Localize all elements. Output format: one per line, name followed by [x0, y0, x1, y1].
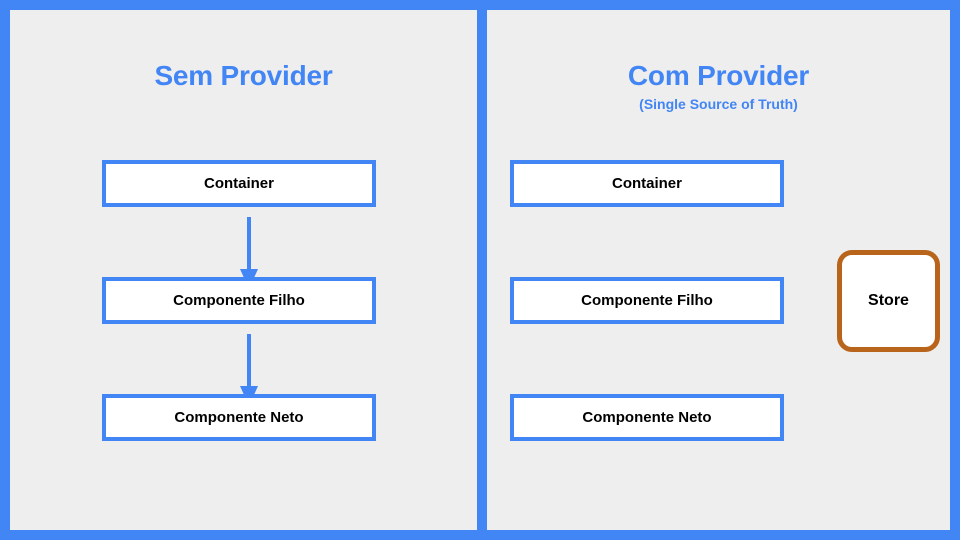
node-left-componente-filho-label: Componente Filho: [173, 292, 305, 309]
node-right-componente-neto[interactable]: Componente Neto: [510, 394, 784, 441]
panel-divider: [477, 10, 487, 530]
node-right-componente-filho[interactable]: Componente Filho: [510, 277, 784, 324]
panel-com-provider: Com Provider (Single Source of Truth) Co…: [487, 10, 950, 530]
node-left-container-label: Container: [203, 175, 274, 192]
node-store[interactable]: Store: [837, 250, 940, 352]
node-right-componente-filho-label: Componente Filho: [581, 292, 713, 309]
panel-sem-provider: Sem Provider Container Componente Filho …: [10, 10, 477, 530]
panel-right-subtitle: (Single Source of Truth): [639, 96, 798, 112]
node-left-componente-filho[interactable]: Componente Filho: [102, 277, 376, 324]
node-left-container[interactable]: Container: [102, 160, 376, 207]
node-right-componente-neto-label: Componente Neto: [582, 409, 712, 426]
node-left-componente-neto-label: Componente Neto: [174, 409, 304, 426]
node-left-componente-neto[interactable]: Componente Neto: [102, 394, 376, 441]
node-right-container[interactable]: Container: [510, 160, 784, 207]
node-store-label: Store: [868, 292, 909, 309]
panel-left-title: Sem Provider: [154, 60, 333, 91]
panel-right-title: Com Provider: [627, 60, 810, 91]
node-right-container-label: Container: [611, 175, 682, 192]
